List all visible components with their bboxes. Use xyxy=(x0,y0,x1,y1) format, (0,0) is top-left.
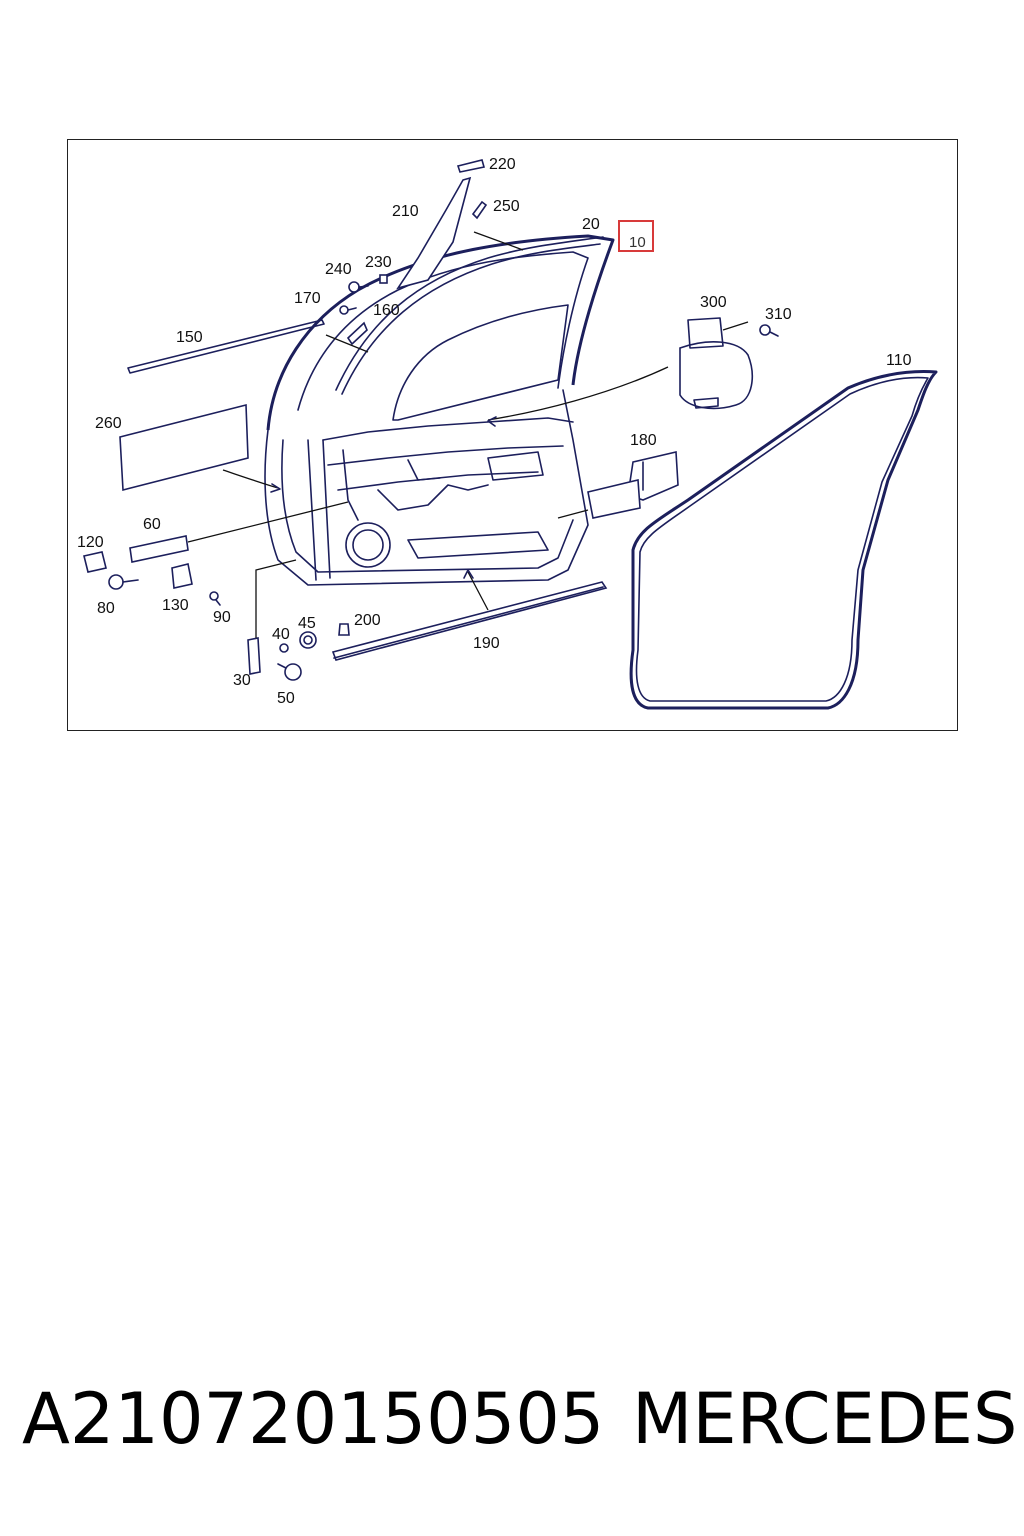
callout-310: 310 xyxy=(765,306,792,323)
callout-50: 50 xyxy=(277,690,295,707)
pillar-trim-part-210 xyxy=(396,176,472,290)
belt-molding-part-150 xyxy=(127,319,325,374)
callout-170: 170 xyxy=(294,290,321,307)
callout-130: 130 xyxy=(162,597,189,614)
callout-190: 190 xyxy=(473,635,500,652)
callout-260: 260 xyxy=(95,415,122,432)
footer-caption: A210720150505 MERCEDES xyxy=(0,1378,1024,1468)
callout-300: 300 xyxy=(700,294,727,311)
callout-220: 220 xyxy=(489,156,516,173)
callout-160: 160 xyxy=(373,302,400,319)
bushing-part-45 xyxy=(299,631,317,649)
part-number: A210720150505 xyxy=(22,1378,605,1460)
callout-90: 90 xyxy=(213,609,231,626)
lower-trim-strip-part-190 xyxy=(331,569,608,661)
hinge-part-60 xyxy=(129,501,349,563)
mirror-cover-part-300 xyxy=(679,317,754,410)
callout-10: 10 xyxy=(629,234,646,251)
callout-20: 20 xyxy=(582,216,600,233)
screw-part-90 xyxy=(209,591,221,606)
callout-110: 110 xyxy=(886,352,912,369)
callout-120: 120 xyxy=(77,534,104,551)
plug-part-200 xyxy=(338,623,350,636)
screw-part-240 xyxy=(348,281,369,293)
callout-210: 210 xyxy=(392,203,419,220)
screw-part-170 xyxy=(339,305,357,315)
hinge-part-30 xyxy=(247,559,297,675)
callout-250: 250 xyxy=(493,198,520,215)
callout-45: 45 xyxy=(298,615,316,632)
door-shell-part-10 xyxy=(264,234,615,586)
callout-60: 60 xyxy=(143,516,161,533)
callout-30: 30 xyxy=(233,672,251,689)
small-trim-part-220 xyxy=(456,159,486,173)
bolt-part-80 xyxy=(108,574,139,590)
callout-230: 230 xyxy=(365,254,392,271)
callout-180: 180 xyxy=(630,432,657,449)
bolt-part-50 xyxy=(277,663,302,681)
parts-diagram-frame: 220 250 210 20 10 240 230 170 160 150 30… xyxy=(67,139,958,731)
screw-part-310 xyxy=(759,324,779,337)
bracket-part-160 xyxy=(346,321,368,346)
bolt-part-40 xyxy=(279,643,289,653)
callout-40: 40 xyxy=(272,626,290,643)
door-parts-diagram: 220 250 210 20 10 240 230 170 160 150 30… xyxy=(77,156,938,710)
stop-part-120 xyxy=(83,551,107,573)
bracket-part-180 xyxy=(557,451,679,519)
window-frame-molding-part-20 xyxy=(335,236,604,395)
callout-240: 240 xyxy=(325,261,352,278)
callout-10-highlight-box xyxy=(618,220,654,252)
insulation-panel-part-260 xyxy=(119,403,281,493)
callout-200: 200 xyxy=(354,612,381,629)
clip-part-250 xyxy=(471,200,488,220)
callout-80: 80 xyxy=(97,600,115,617)
clip-part-230 xyxy=(379,274,388,284)
door-seal-part-110 xyxy=(629,370,938,710)
brand-name: MERCEDES xyxy=(632,1378,1018,1460)
callout-150: 150 xyxy=(176,329,203,346)
nut-part-130 xyxy=(171,563,193,589)
